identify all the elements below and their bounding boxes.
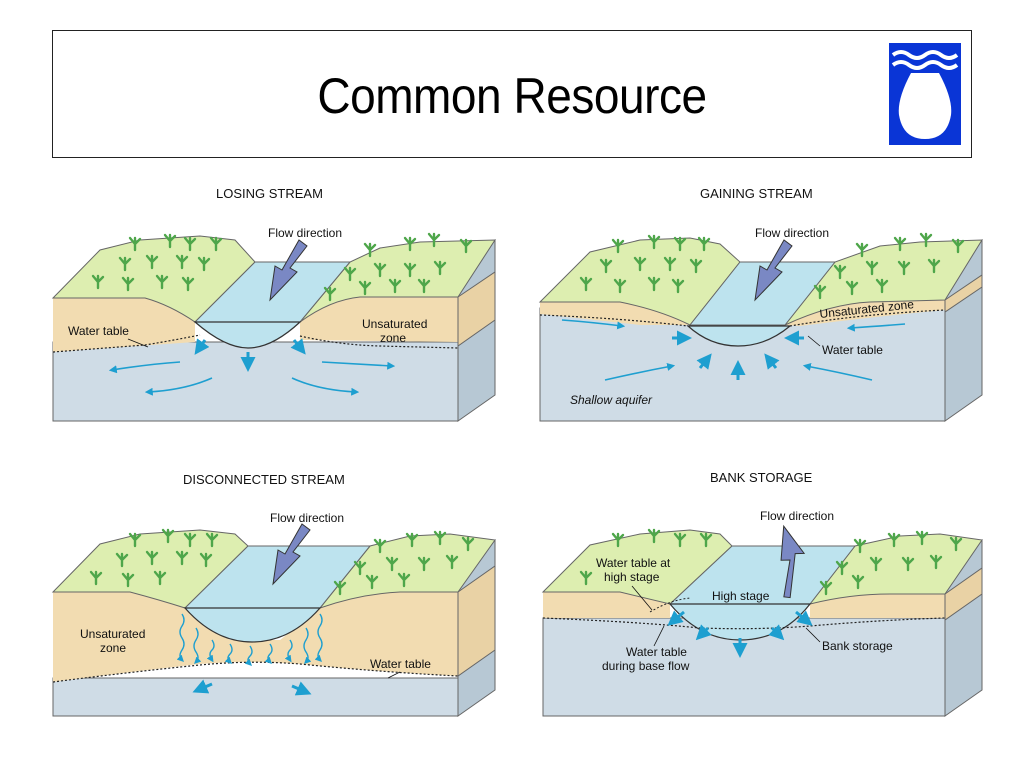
losing-water-table-label: Water table [68,324,129,338]
losing-stream-diagram: Flow direction Water table Unsaturated z… [51,226,496,422]
page-title: Common Resource [317,68,707,124]
bank-storage-diagram: Flow direction Water table at high stage… [541,509,983,717]
panel-title-losing: LOSING STREAM [216,186,323,201]
bank-wt-high-label-1: Water table at [596,556,671,570]
gaining-stream-diagram: Flow direction Unsaturated zone Water ta… [538,226,983,422]
losing-unsat-label-2: zone [380,331,406,345]
disconnected-unsat-label-1: Unsaturated [80,627,145,641]
water-drop-logo-icon [889,43,961,145]
disconnected-stream-diagram: Flow direction Unsaturated zone Water ta… [51,511,496,717]
panel-title-gaining: GAINING STREAM [700,186,813,201]
panel-title-bank: BANK STORAGE [710,470,813,485]
losing-unsat-label-1: Unsaturated [362,317,427,331]
disconnected-flow-label: Flow direction [270,511,344,525]
disconnected-unsat-label-2: zone [100,641,126,655]
title-box: Common Resource [52,30,972,158]
bank-wt-high-label-2: high stage [604,570,660,584]
bank-storage-label: Bank storage [822,639,893,653]
bank-wt-base-label-2: during base flow [602,659,690,673]
gaining-water-table-label: Water table [822,343,883,357]
bank-high-stage-label: High stage [712,589,770,603]
bank-wt-base-label-1: Water table [626,645,687,659]
losing-flow-label: Flow direction [268,226,342,240]
gaining-aquifer-label: Shallow aquifer [570,393,653,407]
panel-title-disconnected: DISCONNECTED STREAM [183,472,345,487]
bank-flow-label: Flow direction [760,509,834,523]
gaining-flow-label: Flow direction [755,226,829,240]
disconnected-water-table-label: Water table [370,657,431,671]
